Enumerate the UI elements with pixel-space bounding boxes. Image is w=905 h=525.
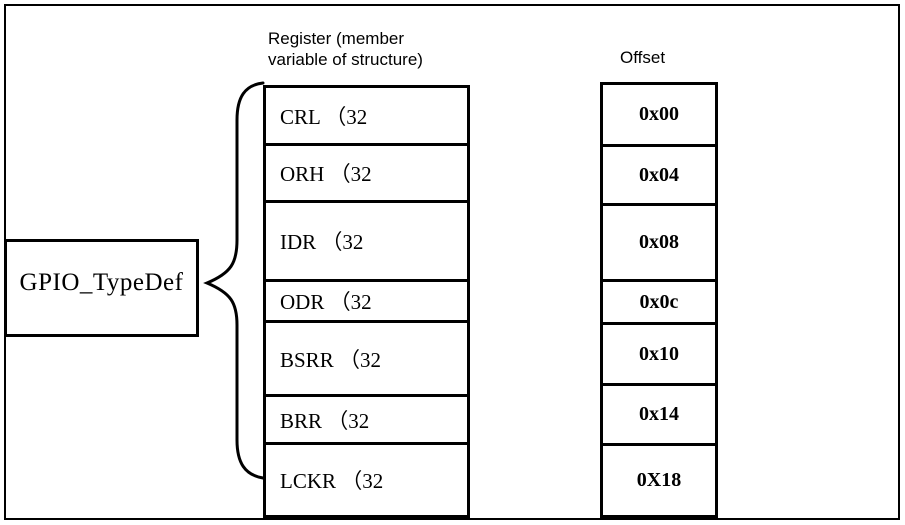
- register-row-odr: ODR （32: [263, 279, 470, 323]
- register-row-orh: ORH （32: [263, 143, 470, 203]
- offset-value: 0x08: [639, 231, 679, 253]
- struct-name-label: GPIO_TypeDef: [19, 269, 184, 296]
- offset-row-0x14: 0x14: [600, 383, 718, 446]
- offset-value: 0x0c: [639, 290, 679, 313]
- offset-row-0x0c: 0x0c: [600, 279, 718, 325]
- offset-row-0X18: 0X18: [600, 443, 718, 518]
- register-label: ORH （32: [280, 162, 372, 186]
- register-label: BSRR （32: [280, 347, 381, 372]
- register-row-bsrr: BSRR （32: [263, 320, 470, 397]
- register-row-brr: BRR （32: [263, 394, 470, 445]
- offset-value: 0x10: [639, 342, 679, 365]
- offset-value: 0x00: [639, 103, 679, 125]
- register-label: ODR （32: [280, 290, 372, 314]
- register-label: CRL （32: [280, 104, 368, 129]
- curly-brace-path: [203, 81, 265, 480]
- register-row-idr: IDR （32: [263, 200, 470, 282]
- offset-row-0x00: 0x00: [600, 82, 718, 147]
- offset-row-0x10: 0x10: [600, 322, 718, 386]
- offset-column: 0x00 0x04 0x08 0x0c 0x10 0x14 0X18: [600, 82, 718, 518]
- offset-value: 0x14: [639, 403, 679, 425]
- register-label: LCKR （32: [280, 469, 384, 493]
- offset-value: 0X18: [636, 469, 682, 491]
- register-row-crl: CRL （32: [263, 85, 470, 146]
- offset-row-0x08: 0x08: [600, 203, 718, 282]
- register-column-header: Register (member variable of structure): [268, 29, 423, 69]
- offset-value: 0x04: [639, 163, 679, 186]
- register-label: BRR （32: [280, 408, 370, 433]
- register-column: CRL （32 ORH （32 IDR （32 ODR （32 BSRR （32…: [263, 85, 470, 518]
- register-row-lckr: LCKR （32: [263, 442, 470, 518]
- register-label: IDR （32: [280, 230, 364, 254]
- struct-name-box: GPIO_TypeDef: [4, 239, 199, 337]
- offset-column-header: Offset: [620, 48, 666, 67]
- offset-row-0x04: 0x04: [600, 144, 718, 206]
- curly-brace-connector: [203, 81, 265, 480]
